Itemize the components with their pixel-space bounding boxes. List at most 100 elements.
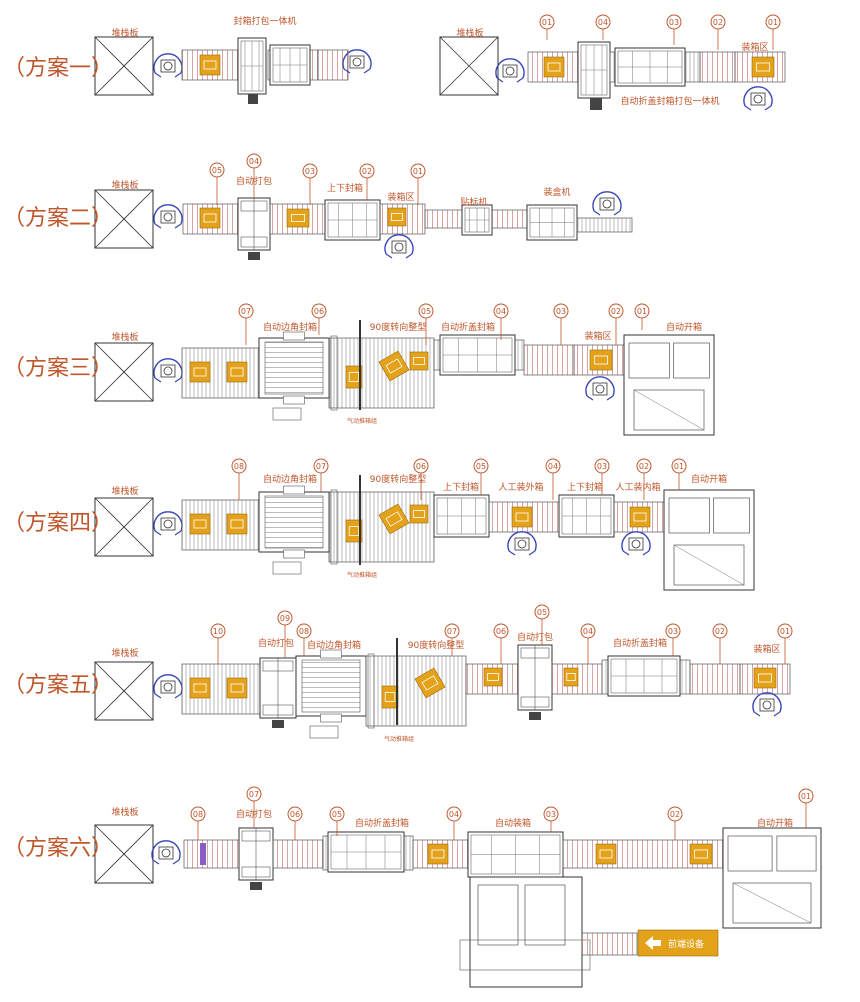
step-marker bbox=[473, 458, 489, 495]
carton-box bbox=[427, 843, 449, 865]
step-number: 05 bbox=[476, 462, 486, 471]
zone-label: 人工装内箱 bbox=[615, 481, 660, 493]
boxing-machine bbox=[526, 204, 578, 241]
step-marker bbox=[666, 14, 682, 45]
step-marker bbox=[594, 458, 610, 495]
carton-box bbox=[589, 349, 613, 371]
carton-box bbox=[378, 503, 410, 535]
seal-strap-machine bbox=[237, 37, 267, 95]
carton-box bbox=[345, 365, 363, 389]
carton-box bbox=[189, 677, 211, 699]
step-number: 03 bbox=[546, 810, 556, 819]
machine-label: 自动边角封箱 bbox=[263, 321, 317, 333]
machine-label: 自动边角封箱 bbox=[263, 473, 317, 485]
operator-robot-icon bbox=[585, 376, 615, 401]
machine-label: 90度转向整型 bbox=[370, 473, 426, 485]
machine-label: 90度转向整型 bbox=[370, 321, 426, 333]
operator-robot-icon bbox=[153, 358, 183, 383]
carton-box bbox=[189, 361, 211, 383]
step-number: 04 bbox=[548, 462, 558, 471]
step-marker bbox=[543, 806, 559, 832]
machine-label: 90度转向整型 bbox=[408, 639, 464, 651]
operator-robot-icon bbox=[495, 58, 525, 83]
step-number: 02 bbox=[713, 18, 723, 27]
step-marker bbox=[210, 623, 226, 664]
step-marker bbox=[231, 458, 247, 500]
operator-robot-icon bbox=[342, 49, 372, 74]
pusher-label: 气动推箱组 bbox=[347, 571, 377, 579]
carton-box bbox=[189, 513, 211, 535]
turning-conveyor bbox=[365, 653, 467, 729]
machine-label: 上下封箱 bbox=[327, 182, 363, 194]
carton-box bbox=[378, 350, 410, 382]
step-marker bbox=[636, 458, 652, 500]
pallet-label: 堆栈板 bbox=[456, 27, 483, 39]
operator-robot-icon bbox=[743, 86, 773, 111]
scheme-label: （方案五） bbox=[3, 673, 113, 698]
carton-box bbox=[483, 667, 503, 687]
step-marker bbox=[444, 623, 460, 656]
carton-box bbox=[199, 54, 221, 76]
step-number: 04 bbox=[449, 810, 459, 819]
carton-box bbox=[563, 667, 579, 687]
step-marker bbox=[798, 788, 814, 828]
step-number: 03 bbox=[556, 307, 566, 316]
operator-robot-icon bbox=[621, 531, 651, 556]
scheme-label: （方案一） bbox=[3, 56, 113, 81]
step-marker bbox=[190, 806, 206, 840]
step-number: 01 bbox=[674, 462, 684, 471]
machine-label: 自动折盖封箱 bbox=[355, 817, 409, 829]
step-marker bbox=[534, 604, 550, 645]
operator-robot-icon bbox=[153, 204, 183, 229]
step-marker bbox=[608, 303, 624, 345]
step-marker bbox=[634, 303, 650, 330]
machine-label: 封箱打包一体机 bbox=[233, 15, 296, 27]
fold-sealer bbox=[607, 655, 681, 697]
zone-label: 人工装外箱 bbox=[498, 481, 543, 493]
step-number: 01 bbox=[768, 18, 778, 27]
step-marker bbox=[671, 458, 687, 490]
step-number: 01 bbox=[637, 307, 647, 316]
fold-sealer bbox=[439, 334, 516, 376]
carton-box bbox=[689, 843, 713, 865]
step-marker bbox=[246, 153, 262, 198]
step-number: 08 bbox=[193, 810, 203, 819]
pallet-label: 堆栈板 bbox=[111, 647, 138, 659]
step-marker bbox=[595, 14, 611, 40]
roller-conveyor bbox=[272, 839, 324, 869]
roller-conveyor bbox=[699, 51, 736, 83]
step-number: 08 bbox=[234, 462, 244, 471]
carton-box bbox=[753, 667, 777, 689]
step-number: 03 bbox=[669, 18, 679, 27]
zone-label: 装箱区 bbox=[387, 191, 414, 203]
operator-robot-icon bbox=[752, 692, 782, 717]
top-bottom-sealer bbox=[558, 494, 615, 538]
step-number: 05 bbox=[421, 307, 431, 316]
step-marker bbox=[765, 14, 781, 50]
fold-sealer bbox=[327, 831, 405, 873]
step-marker bbox=[539, 14, 555, 40]
carton-box bbox=[511, 506, 533, 528]
step-marker bbox=[553, 303, 569, 345]
carton-box bbox=[387, 207, 407, 227]
step-marker bbox=[777, 623, 793, 664]
step-number: 02 bbox=[611, 307, 621, 316]
pallet bbox=[94, 36, 154, 96]
step-number: 01 bbox=[413, 167, 423, 176]
zone-label: 装箱区 bbox=[584, 330, 611, 342]
roller-conveyor bbox=[491, 209, 528, 229]
carton-box bbox=[199, 207, 221, 229]
pallet bbox=[94, 824, 154, 884]
machine-label: 贴标机 bbox=[460, 196, 487, 208]
carton-box bbox=[286, 208, 310, 228]
seal-strap-machine bbox=[577, 41, 611, 99]
step-marker bbox=[209, 162, 225, 205]
carton-box bbox=[629, 506, 651, 528]
pallet bbox=[94, 189, 154, 249]
edge-sealer bbox=[258, 485, 330, 575]
step-marker bbox=[667, 806, 683, 840]
step-marker bbox=[418, 303, 434, 345]
case-erector bbox=[663, 489, 755, 591]
front-label: 前端设备 bbox=[668, 938, 704, 950]
machine-label: 自动开箱 bbox=[691, 473, 727, 485]
